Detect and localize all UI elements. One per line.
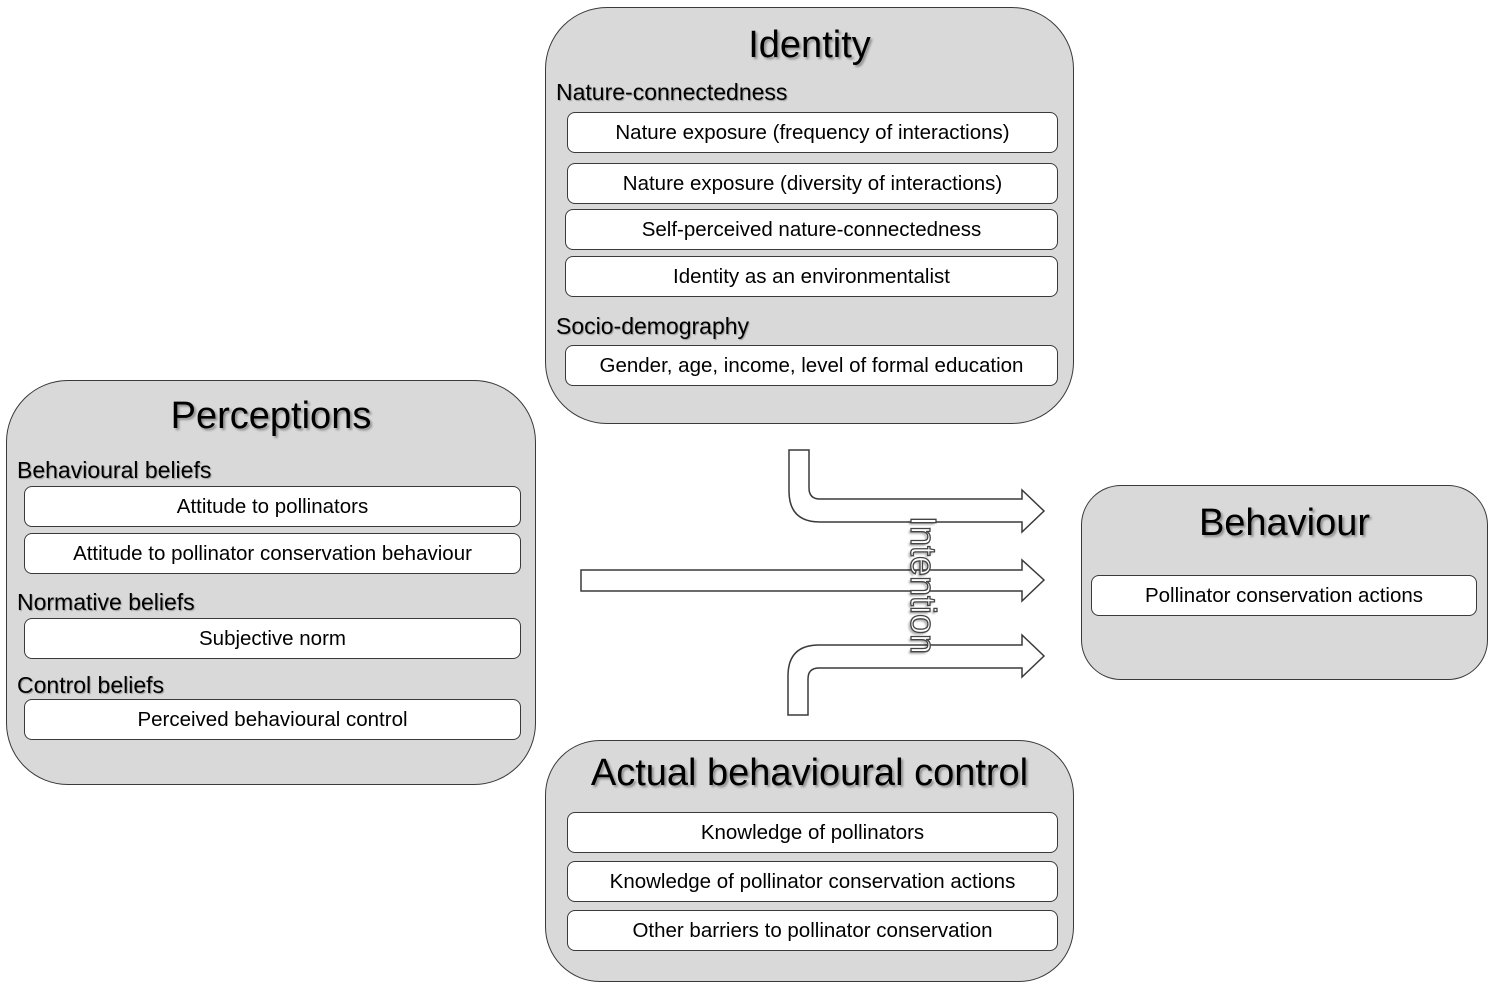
identity-item: Gender, age, income, level of formal edu…	[565, 345, 1058, 386]
actual-control-item: Other barriers to pollinator conservatio…	[567, 910, 1058, 951]
behaviour-title: Behaviour	[1198, 502, 1371, 544]
perceptions-item: Attitude to pollinator conservation beha…	[24, 533, 521, 574]
identity-to-behaviour-arrow	[788, 449, 1046, 534]
behaviour-item: Pollinator conservation actions	[1091, 575, 1477, 616]
intention-label: Intention	[902, 515, 944, 655]
identity-item: Self-perceived nature-connectedness	[565, 209, 1058, 250]
actual-control-panel: Actual behavioural control Knowledge of …	[545, 740, 1074, 982]
perceptions-item: Subjective norm	[24, 618, 521, 659]
normative-beliefs-label: Normative beliefs	[17, 589, 195, 615]
identity-item: Identity as an environmentalist	[565, 256, 1058, 297]
perceptions-item: Attitude to pollinators	[24, 486, 521, 527]
behaviour-panel: Behaviour Pollinator conservation action…	[1081, 485, 1488, 680]
actual-control-item: Knowledge of pollinator conservation act…	[567, 861, 1058, 902]
behavioural-beliefs-label: Behavioural beliefs	[17, 457, 212, 483]
actual-control-to-behaviour-arrow	[787, 633, 1046, 716]
nature-connectedness-label: Nature-connectedness	[556, 79, 788, 105]
identity-panel: Identity Nature-connectedness Nature exp…	[545, 7, 1074, 424]
identity-item: Nature exposure (frequency of interactio…	[567, 112, 1058, 153]
actual-control-title: Actual behavioural control	[590, 752, 1029, 794]
socio-demography-label: Socio-demography	[556, 313, 750, 339]
identity-title: Identity	[748, 24, 871, 66]
perceptions-to-behaviour-arrow	[580, 558, 1046, 603]
perceptions-panel: Perceptions Behavioural beliefs Attitude…	[6, 380, 536, 785]
perceptions-title: Perceptions	[170, 395, 372, 437]
actual-control-item: Knowledge of pollinators	[567, 812, 1058, 853]
identity-item: Nature exposure (diversity of interactio…	[567, 163, 1058, 204]
perceptions-item: Perceived behavioural control	[24, 699, 521, 740]
control-beliefs-label: Control beliefs	[17, 672, 165, 698]
